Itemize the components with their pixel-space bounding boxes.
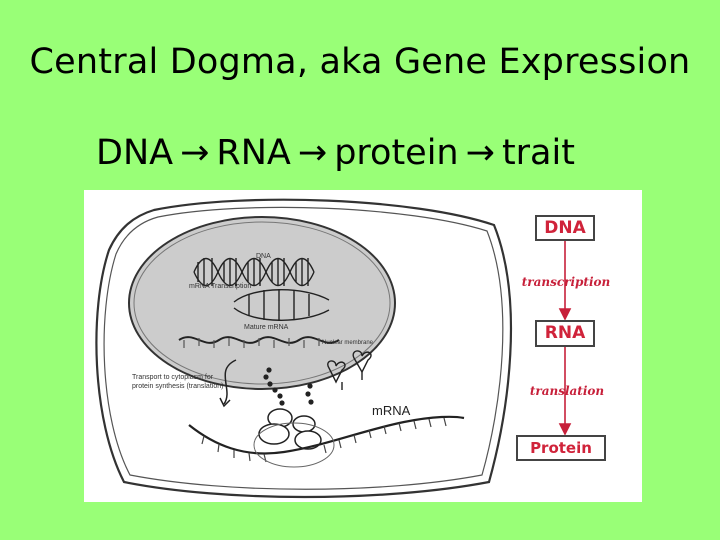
ribosome-icon bbox=[258, 408, 322, 450]
transport-label-line2: protein synthesis (translation) bbox=[132, 383, 224, 390]
right-arrow-icon: → bbox=[297, 133, 328, 173]
slide-title: Central Dogma, aka Gene Expression bbox=[29, 42, 691, 82]
flow-transcription-label: transcription bbox=[521, 275, 611, 289]
central-dogma-sequence: DNA→RNA→protein→trait bbox=[96, 133, 656, 173]
translation-region bbox=[253, 422, 335, 468]
sequence-protein: protein bbox=[334, 133, 459, 173]
transcription-bubble bbox=[233, 289, 330, 321]
trna-icon bbox=[327, 350, 372, 390]
polypeptide-chain bbox=[263, 367, 314, 406]
nuclear-membrane-label: Nuclear membrane bbox=[322, 340, 374, 346]
dna-label: DNA bbox=[256, 253, 271, 260]
sequence-rna: RNA bbox=[216, 133, 291, 173]
flow-translation-label: translation bbox=[529, 384, 605, 398]
cell-membrane-inner bbox=[103, 206, 504, 490]
nuclear-membrane-inner bbox=[133, 221, 391, 385]
sequence-dna: DNA bbox=[96, 133, 174, 173]
mature-mrna-label: Mature mRNA bbox=[244, 324, 289, 331]
flow-dna-box: DNA bbox=[535, 215, 595, 241]
dna-helix-icon bbox=[193, 257, 315, 287]
flowchart-arrows bbox=[558, 241, 572, 436]
right-arrow-icon: → bbox=[180, 133, 210, 173]
flow-rna-box: RNA bbox=[535, 320, 595, 347]
cell-membrane bbox=[95, 198, 513, 499]
nucleus bbox=[128, 216, 396, 390]
right-arrow-icon: → bbox=[465, 133, 495, 173]
transport-label-line1: Transport to cytoplasm for bbox=[132, 374, 214, 381]
sequence-trait: trait bbox=[501, 133, 575, 173]
gene-expression-figure: DNA mRNA Transcription Mature mRNA Nucle… bbox=[84, 190, 642, 502]
transport-arrow-icon bbox=[223, 359, 237, 405]
flow-protein-box: Protein bbox=[516, 435, 606, 461]
mrna-transcription-label: mRNA Transcription bbox=[189, 283, 252, 290]
cell-diagram bbox=[95, 198, 572, 499]
mrna-label: mRNA bbox=[372, 403, 411, 418]
cytoplasm-mrna-strand bbox=[188, 415, 465, 455]
